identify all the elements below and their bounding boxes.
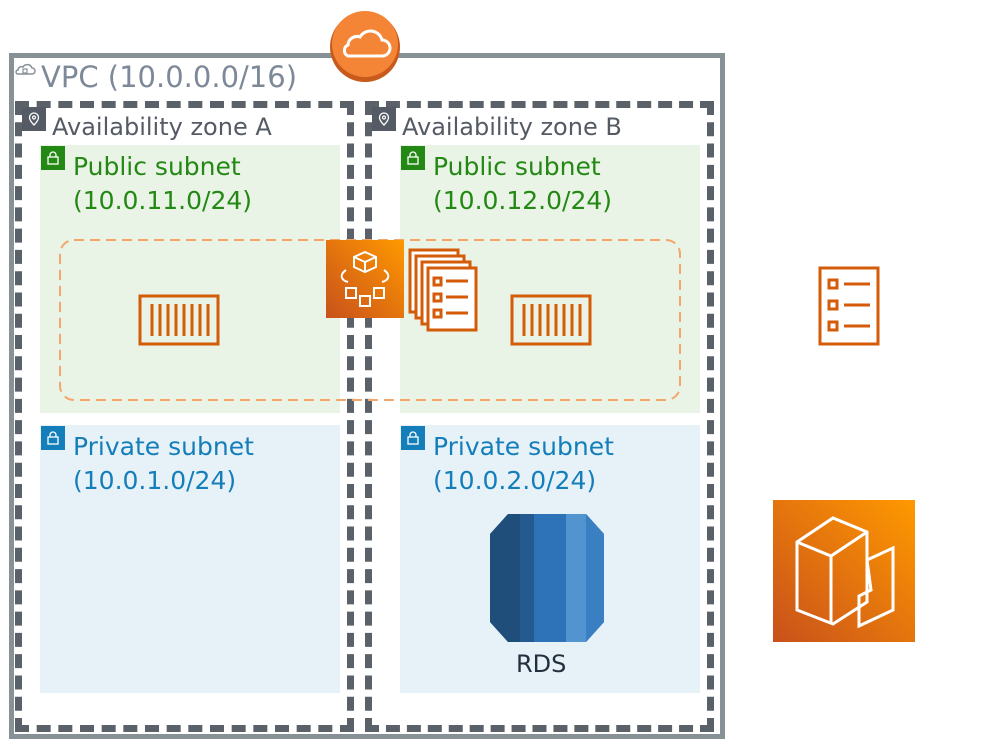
private-subnet-b-title: Private subnet (10.0.2.0/24) [433,432,614,495]
vpc-label: VPC (10.0.0.0/16) [41,60,298,94]
container-icon [510,294,592,346]
container-registry-icon [773,500,915,642]
public-subnet-a-title: Public subnet (10.0.11.0/24) [73,152,253,215]
ecs-service-icon [326,240,404,318]
task-definition-icon [408,248,478,332]
lock-icon [41,426,65,450]
vpc-cloud-icon [14,60,36,80]
lock-icon [401,146,425,170]
lock-icon [41,146,65,170]
public-subnet-b-title: Public subnet (10.0.12.0/24) [433,152,613,215]
container-icon [138,294,220,346]
availability-zone-b [365,101,714,732]
private-subnet-a [40,425,340,693]
rds-database-icon [490,514,604,642]
cloud-icon [330,11,400,82]
availability-zone-a [15,101,354,732]
rds-label: RDS [516,650,567,678]
lock-icon [401,426,425,450]
task-list-icon [818,266,880,346]
zone-b-label: Availability zone B [402,113,622,141]
zone-a-label: Availability zone A [52,113,272,141]
public-subnet-a [40,145,340,413]
location-pin-icon [22,107,46,131]
location-pin-icon [372,107,396,131]
private-subnet-a-title: Private subnet (10.0.1.0/24) [73,432,254,495]
